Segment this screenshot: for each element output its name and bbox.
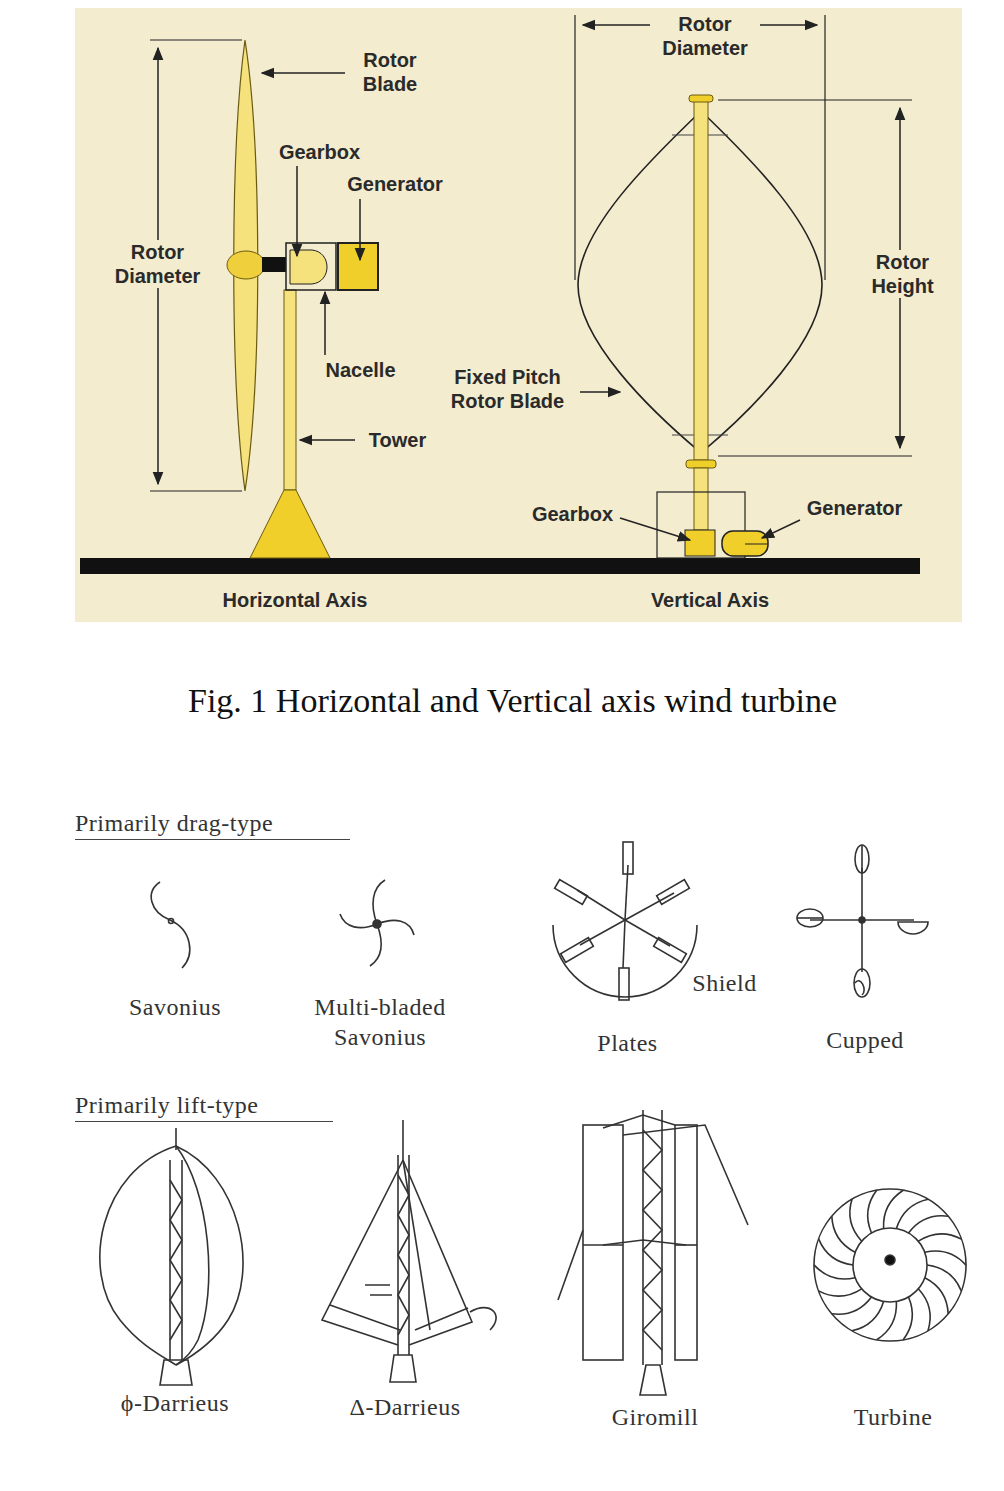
- turbine-blade: [814, 1265, 855, 1279]
- part-label: Gearbox: [525, 502, 620, 526]
- dimension-label: Rotor Height: [855, 250, 950, 298]
- turbine-blade: [850, 1199, 862, 1241]
- turbine-blade: [852, 1301, 884, 1330]
- turbine-blade: [832, 1297, 872, 1314]
- type-label: Savonius: [110, 992, 240, 1022]
- type-label: Cupped: [815, 1025, 915, 1055]
- axis-title: Vertical Axis: [630, 588, 790, 612]
- dimension-label: Rotor Diameter: [100, 240, 215, 288]
- turbine-blade: [832, 1216, 855, 1252]
- type-label: Multi-bladed Savonius: [295, 992, 465, 1052]
- turbine-blade: [925, 1278, 948, 1314]
- turbine-blade: [884, 1190, 904, 1228]
- axis-title: Horizontal Axis: [195, 588, 395, 612]
- part-label: Rotor Blade: [345, 48, 435, 96]
- turbine-blade: [925, 1251, 966, 1265]
- part-label: Nacelle: [318, 358, 403, 382]
- part-label: Shield: [682, 968, 767, 998]
- turbine-blade: [903, 1297, 912, 1340]
- figure-caption: Fig. 1 Horizontal and Vertical axis wind…: [188, 682, 837, 720]
- part-label: Gearbox: [272, 140, 367, 164]
- turbine-blade: [819, 1239, 853, 1265]
- turbine-blade: [868, 1190, 877, 1233]
- turbine-blade: [918, 1289, 930, 1331]
- dimension-label: Rotor Diameter: [650, 12, 760, 60]
- turbine-blade: [909, 1216, 949, 1233]
- turbine-blade: [918, 1234, 961, 1241]
- group-heading: Primarily drag-type: [75, 808, 350, 840]
- type-label: Δ-Darrieus: [325, 1392, 485, 1422]
- part-label: Tower: [360, 428, 435, 452]
- part-label: Generator: [340, 172, 450, 196]
- type-label: Plates: [580, 1028, 675, 1058]
- turbine-blade: [877, 1301, 897, 1339]
- turbine-blade: [896, 1199, 928, 1228]
- type-label: Turbine: [828, 1402, 958, 1432]
- group-heading: Primarily lift-type: [75, 1090, 333, 1122]
- type-label: Giromill: [585, 1402, 725, 1432]
- turbine-blade: [819, 1289, 862, 1296]
- part-label: Generator: [797, 496, 912, 520]
- part-label: Fixed Pitch Rotor Blade: [440, 365, 575, 413]
- turbine-blade: [927, 1265, 961, 1291]
- type-label: ϕ-Darrieus: [95, 1388, 255, 1418]
